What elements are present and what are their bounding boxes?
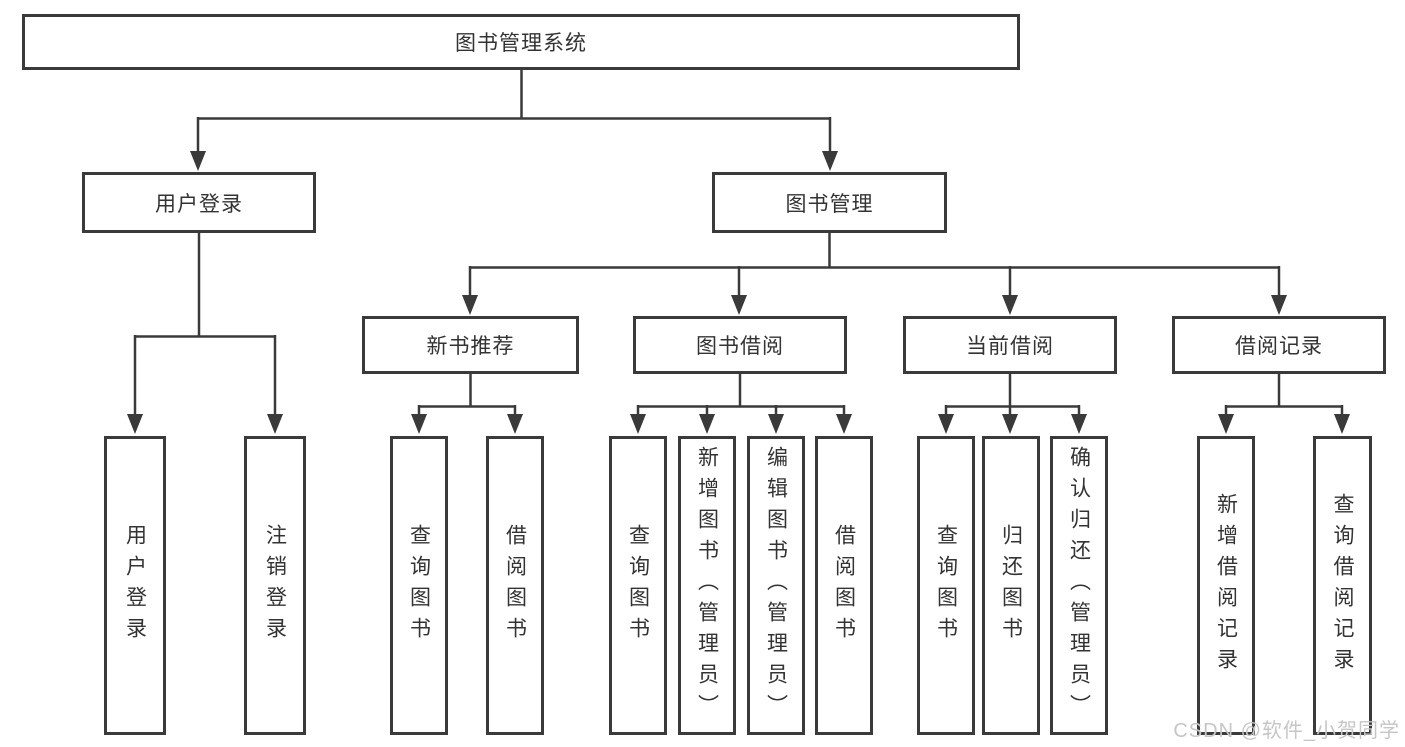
- csdn-watermark: CSDN @软件_小贺同学: [1173, 720, 1400, 742]
- node-user-login: 用户登录: [82, 172, 316, 233]
- leaf-current-return-books: 归还图书: [982, 436, 1040, 735]
- leaf-current-confirm-return-admin: 确认归还（管理员）: [1050, 436, 1108, 735]
- node-borrow-records: 借阅记录: [1172, 316, 1386, 374]
- leaf-logout: 注销登录: [244, 436, 306, 735]
- leaf-borrow-edit-books-admin: 编辑图书（管理员）: [747, 436, 805, 735]
- node-current-borrow: 当前借阅: [903, 316, 1117, 374]
- leaf-current-return-books-label: 归还图书: [999, 523, 1023, 648]
- leaf-records-query-record-label: 查询借阅记录: [1331, 492, 1354, 679]
- leaf-records-add-record-label: 新增借阅记录: [1214, 492, 1238, 679]
- arrowhead-icons: [127, 151, 1350, 434]
- node-book-borrow: 图书借阅: [633, 316, 847, 374]
- leaf-current-query-books-label: 查询图书: [934, 523, 958, 648]
- leaf-user-login: 用户登录: [104, 436, 166, 735]
- leaf-recommend-borrow-books-label: 借阅图书: [503, 523, 527, 648]
- leaf-recommend-query-books: 查询图书: [390, 436, 448, 735]
- leaf-recommend-query-books-label: 查询图书: [407, 523, 431, 648]
- leaf-borrow-borrow-books: 借阅图书: [815, 436, 873, 735]
- leaf-logout-label: 注销登录: [263, 523, 287, 648]
- leaf-current-query-books: 查询图书: [917, 436, 975, 735]
- leaf-recommend-borrow-books: 借阅图书: [486, 436, 544, 735]
- leaf-borrow-query-books-label: 查询图书: [626, 523, 650, 648]
- leaf-current-confirm-return-admin-label: 确认归还（管理员）: [1067, 446, 1091, 725]
- leaf-borrow-borrow-books-label: 借阅图书: [832, 523, 856, 648]
- leaf-borrow-query-books: 查询图书: [609, 436, 667, 735]
- leaf-borrow-add-books-admin-label: 新增图书（管理员）: [695, 446, 719, 725]
- leaf-records-query-record: 查询借阅记录: [1313, 436, 1372, 735]
- node-book-management: 图书管理: [712, 172, 947, 233]
- leaf-borrow-add-books-admin: 新增图书（管理员）: [678, 436, 736, 735]
- node-root: 图书管理系统: [22, 14, 1020, 70]
- node-new-book-recommend: 新书推荐: [362, 316, 579, 374]
- leaf-borrow-edit-books-admin-label: 编辑图书（管理员）: [764, 446, 788, 725]
- leaf-records-add-record: 新增借阅记录: [1197, 436, 1255, 735]
- leaf-user-login-label: 用户登录: [123, 523, 147, 648]
